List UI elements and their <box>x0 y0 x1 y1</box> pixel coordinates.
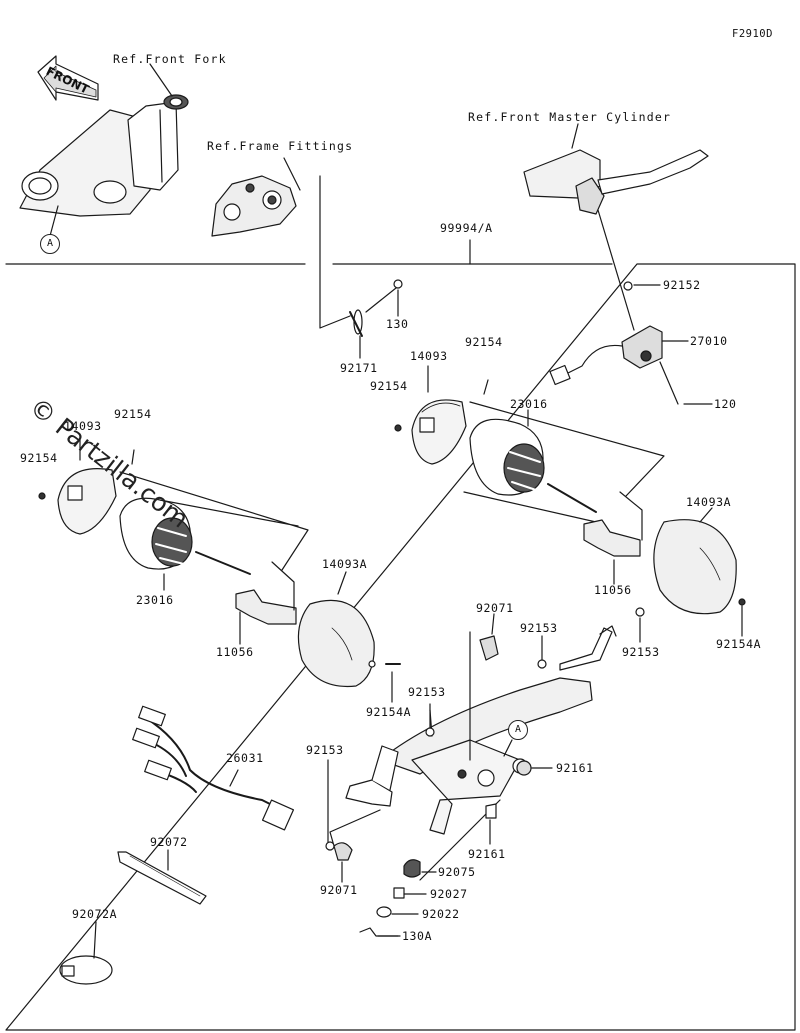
rubber-92075 <box>403 859 421 878</box>
part-11056-left[interactable]: 11056 <box>216 645 254 659</box>
part-14093-right[interactable]: 14093 <box>410 349 448 363</box>
figure-code: F2910D <box>732 28 773 40</box>
bolt-130-drawing <box>349 279 403 337</box>
part-92154-left-upper[interactable]: 92154 <box>114 407 152 421</box>
part-92027[interactable]: 92027 <box>430 887 468 901</box>
right-lens-14093A-drawing <box>653 519 746 615</box>
leader-27010-link <box>597 209 635 331</box>
part-92071-top[interactable]: 92071 <box>476 601 514 615</box>
bolt-92153-b <box>635 607 645 617</box>
leader-14093A-l <box>337 571 347 595</box>
clip-92071-bottom <box>333 842 353 861</box>
clip-92071-top <box>479 635 499 661</box>
assembly-link-lines <box>329 631 501 881</box>
collar-92161-b <box>485 803 497 819</box>
front-arrow-icon <box>37 55 99 101</box>
wire-harness-drawing <box>132 705 295 831</box>
collar-92027 <box>393 887 405 899</box>
part-92154A-right[interactable]: 92154A <box>716 637 762 651</box>
frame-fitting-drawing <box>211 175 297 237</box>
part-99994A[interactable]: 99994/A <box>440 221 493 235</box>
part-92072A[interactable]: 92072A <box>72 907 118 921</box>
ref-front-fork[interactable]: Ref.Front Fork <box>113 52 227 66</box>
part-92153-c[interactable]: 92153 <box>408 685 446 699</box>
part-92161-b[interactable]: 92161 <box>468 847 506 861</box>
leader-26031 <box>229 769 239 787</box>
bolt-92153-a <box>537 659 547 669</box>
bolt-92153-c <box>425 727 435 737</box>
part-92152[interactable]: 92152 <box>663 278 701 292</box>
right-signal-link-lines <box>463 401 665 523</box>
leader-frame-fittings <box>283 157 351 329</box>
part-92071-bottom[interactable]: 92071 <box>320 883 358 897</box>
cable-tie-92072-drawing <box>117 851 207 905</box>
leader-A-bracket <box>503 739 513 757</box>
leader-92071-top <box>491 613 495 635</box>
leader-master-cylinder <box>571 123 579 149</box>
part-92154-right-upper[interactable]: 92154 <box>465 335 503 349</box>
part-92022[interactable]: 92022 <box>422 907 460 921</box>
left-signal-link-lines <box>119 471 309 571</box>
leader-A-top <box>49 205 59 237</box>
washer-92022 <box>376 906 392 918</box>
grommet-92161-a <box>516 760 532 776</box>
part-11056-right[interactable]: 11056 <box>594 583 632 597</box>
part-92153-a[interactable]: 92153 <box>520 621 558 635</box>
part-14093A-right[interactable]: 14093A <box>686 495 732 509</box>
left-signal-lamp-drawing <box>119 497 251 575</box>
part-14093-left[interactable]: 14093 <box>64 419 102 433</box>
band-92072A-drawing <box>59 955 113 985</box>
part-120[interactable]: 120 <box>714 397 737 411</box>
leader-92072A <box>93 921 97 959</box>
leader-front-fork <box>149 63 173 97</box>
switch-assembly-drawing <box>549 281 679 405</box>
part-92072[interactable]: 92072 <box>150 835 188 849</box>
part-92153-d[interactable]: 92153 <box>306 743 344 757</box>
part-130[interactable]: 130 <box>386 317 409 331</box>
right-signal-housing-drawing <box>394 379 489 465</box>
master-cylinder-drawing <box>523 149 709 215</box>
left-bracket-11056-drawing <box>235 561 297 625</box>
part-23016-left[interactable]: 23016 <box>136 593 174 607</box>
leader-14093A-r <box>699 507 713 523</box>
part-92161-a[interactable]: 92161 <box>556 761 594 775</box>
bolt-92153-d <box>325 841 335 851</box>
assembly-frame-outline <box>5 263 796 1031</box>
part-26031[interactable]: 26031 <box>226 751 264 765</box>
main-bracket-drawing <box>345 625 617 835</box>
ref-circle-a-top[interactable]: A <box>40 234 60 254</box>
part-92154-right-lower[interactable]: 92154 <box>370 379 408 393</box>
part-92075[interactable]: 92075 <box>438 865 476 879</box>
right-signal-lamp-drawing <box>469 418 597 513</box>
part-92154A-left[interactable]: 92154A <box>366 705 412 719</box>
part-27010[interactable]: 27010 <box>690 334 728 348</box>
left-signal-housing-drawing <box>38 449 135 535</box>
ref-circle-a-bracket[interactable]: A <box>508 720 528 740</box>
part-92154-left-lower[interactable]: 92154 <box>20 451 58 465</box>
part-130A[interactable]: 130A <box>402 929 433 943</box>
front-fork-clamp-drawing <box>19 94 189 217</box>
bolt-130A <box>359 927 399 937</box>
left-lens-14093A-drawing <box>297 599 401 688</box>
part-23016-right[interactable]: 23016 <box>510 397 548 411</box>
part-92153-b[interactable]: 92153 <box>622 645 660 659</box>
part-14093A-left[interactable]: 14093A <box>322 557 368 571</box>
ref-front-master-cylinder[interactable]: Ref.Front Master Cylinder <box>468 110 672 124</box>
ref-frame-fittings[interactable]: Ref.Frame Fittings <box>207 139 354 153</box>
right-bracket-11056-drawing <box>583 491 643 557</box>
part-92171[interactable]: 92171 <box>340 361 378 375</box>
